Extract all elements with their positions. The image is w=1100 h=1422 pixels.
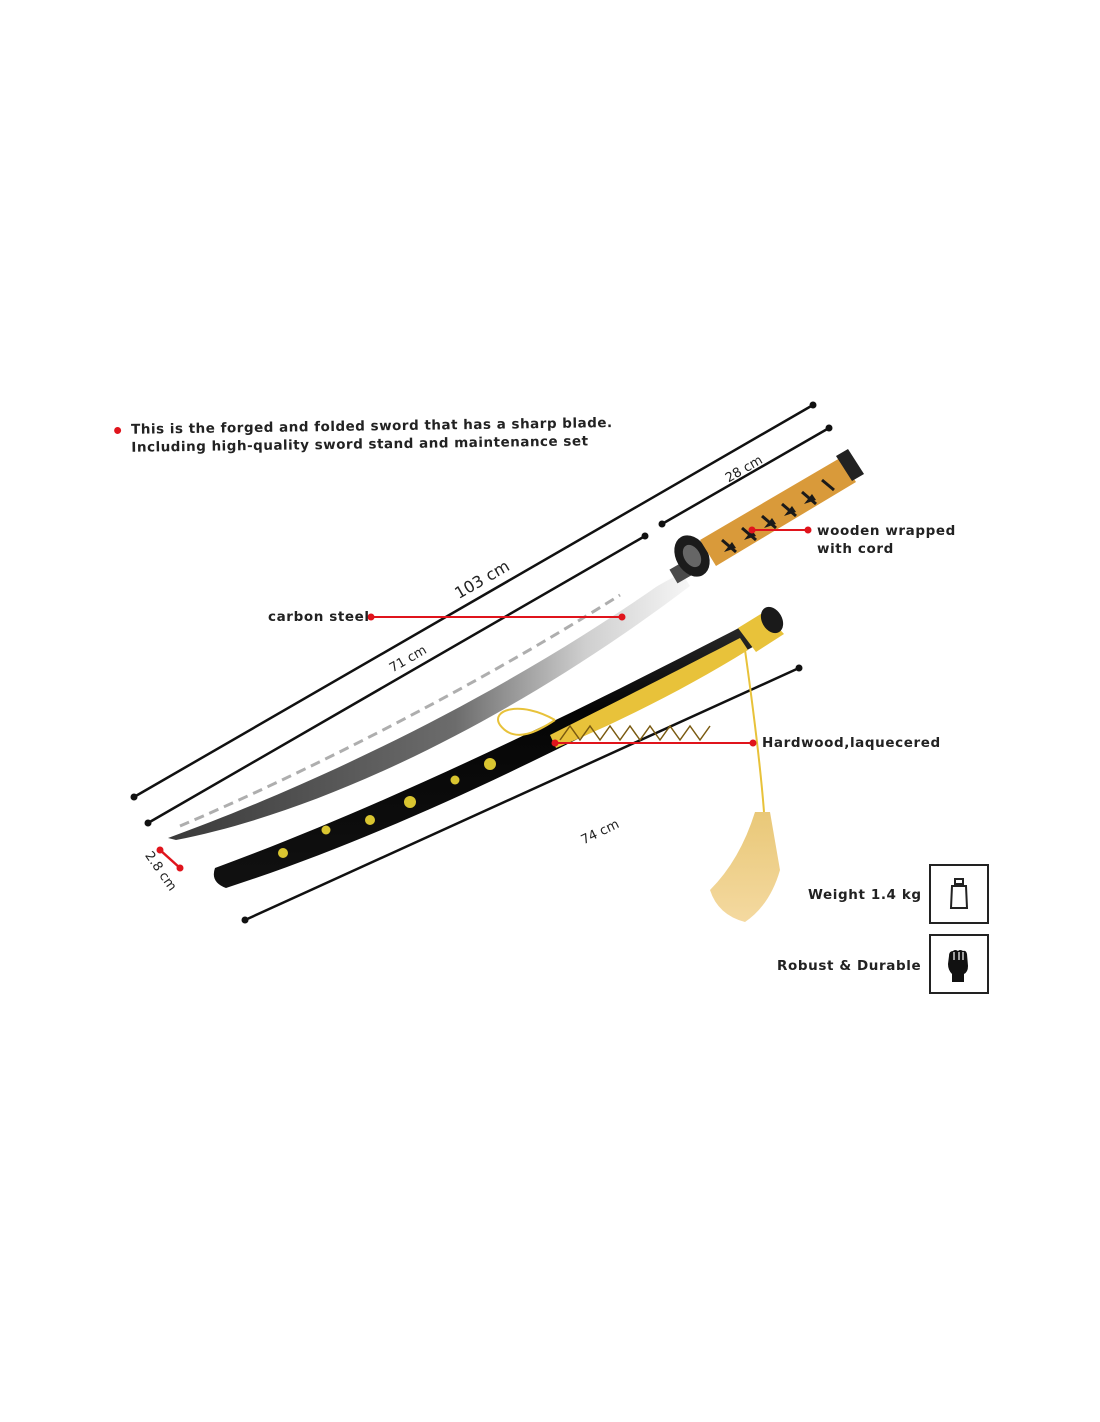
sword-handle xyxy=(700,449,864,566)
callout-scabbard-leader xyxy=(551,739,757,747)
callout-blade: carbon steel xyxy=(268,609,370,625)
callout-handle-leader xyxy=(748,526,812,534)
sword-guard xyxy=(669,535,710,584)
scabbard xyxy=(213,606,784,888)
callout-handle-line-2: with cord xyxy=(817,541,894,557)
dimension-line-total xyxy=(130,401,817,801)
callout-scabbard: Hardwood,laquecered xyxy=(762,735,941,751)
spec-weight-label: Weight 1.4 kg xyxy=(808,887,922,903)
sword-blade xyxy=(168,566,690,840)
dimension-line-width xyxy=(156,846,184,872)
dimension-line-scabbard xyxy=(241,664,803,924)
scabbard-tassel xyxy=(710,649,780,922)
spec-durable-label: Robust & Durable xyxy=(777,958,922,974)
dimension-line-blade xyxy=(144,532,649,827)
product-description: This is the forged and folded sword that… xyxy=(114,414,613,457)
callout-handle-line-1: wooden wrapped xyxy=(817,523,956,539)
bullet-icon xyxy=(114,426,122,434)
fist-icon xyxy=(929,934,989,994)
callout-blade-leader xyxy=(367,613,626,621)
dimension-line-handle xyxy=(658,424,833,528)
weight-icon xyxy=(929,864,989,924)
callout-handle: wooden wrapped with cord xyxy=(817,522,956,558)
